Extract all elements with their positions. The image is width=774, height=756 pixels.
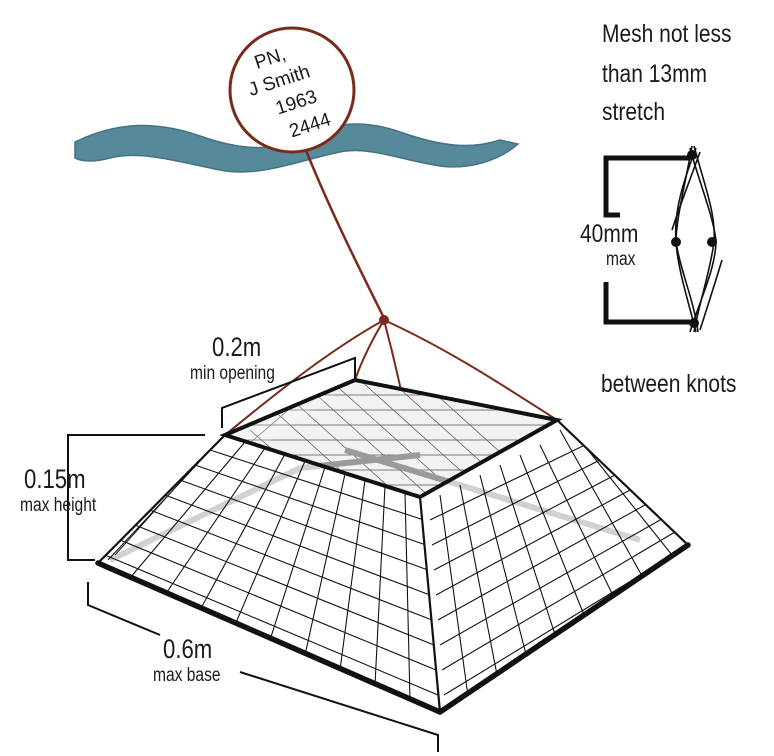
mesh-note-line-2: than 13mm <box>602 60 708 88</box>
base-frame <box>95 542 691 715</box>
height-bracket <box>67 434 205 561</box>
height-value: 0.15m <box>24 464 86 494</box>
tag-line-4: 2444 <box>286 109 334 143</box>
bridle-knot <box>379 315 389 325</box>
mesh-note-footer: between knots <box>601 370 737 398</box>
height-label: max height <box>20 495 97 516</box>
mesh-spacing-value: 40mm <box>580 220 639 248</box>
id-tag <box>228 26 356 154</box>
mesh-knots <box>671 150 717 328</box>
frame-edges <box>97 419 689 713</box>
opening-value: 0.2m <box>212 332 262 362</box>
float-line <box>303 147 386 319</box>
base-bracket-right <box>239 671 439 752</box>
front-face-mesh <box>98 435 440 712</box>
mesh-note-line-3: stretch <box>602 98 666 126</box>
bridle-lines <box>224 319 558 498</box>
base-bracket-left <box>87 582 161 636</box>
base-value: 0.6m <box>163 634 213 664</box>
opening-label: min opening <box>190 363 275 384</box>
base-label: max base <box>153 665 221 686</box>
opening-bracket <box>221 356 356 428</box>
mesh-spacing-bracket <box>603 155 690 325</box>
mesh-note-line-1: Mesh not less <box>602 20 732 48</box>
mesh-spacing-qualifier: max <box>606 249 636 270</box>
